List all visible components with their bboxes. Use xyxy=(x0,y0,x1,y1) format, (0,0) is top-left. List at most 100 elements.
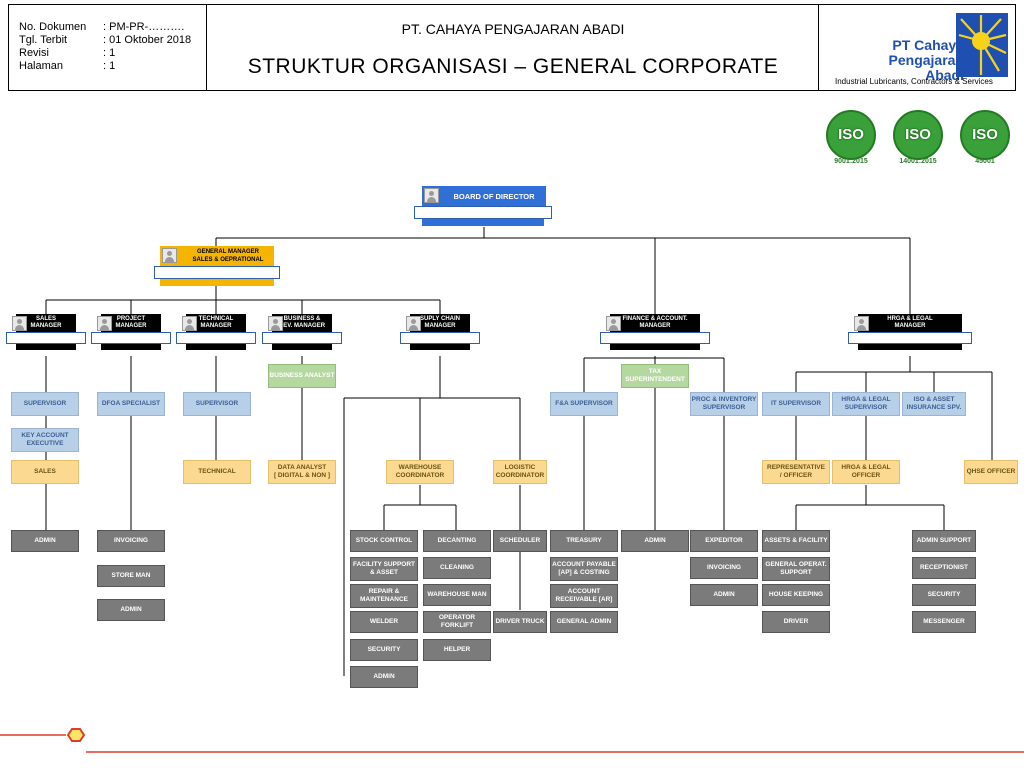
role-invoicing-p[interactable]: INVOICING xyxy=(97,530,165,552)
general-manager-label: GENERAL MANAGER SALES & OEPRATIONAL xyxy=(182,249,274,264)
meta-label-revisi: Revisi xyxy=(19,47,49,59)
role-sales-supervisor[interactable]: SUPERVISOR xyxy=(11,392,79,416)
role-ap[interactable]: ACCOUNT PAYABLE[AP] & COSTING xyxy=(550,557,618,581)
role-technical[interactable]: TECHNICAL xyxy=(183,460,251,484)
role-label: ADMIN xyxy=(644,537,666,544)
role-house-keeping[interactable]: HOUSE KEEPING xyxy=(762,584,830,606)
role-cleaning[interactable]: CLEANING xyxy=(423,557,491,579)
role-label: FACILITY SUPPORT xyxy=(353,561,415,568)
role-scheduler[interactable]: SCHEDULER xyxy=(493,530,547,552)
role-qhse[interactable]: QHSE OFFICER xyxy=(964,460,1018,484)
role-label: SECURITY xyxy=(927,591,961,598)
role-label: HOUSE KEEPING xyxy=(768,591,824,598)
role-treasury[interactable]: TREASURY xyxy=(550,530,618,552)
manager-line-2: MANAGER xyxy=(200,323,232,329)
footer-hexagon-icon xyxy=(66,728,86,742)
role-facility-support[interactable]: FACILITY SUPPORT& ASSET xyxy=(350,557,418,581)
role-admin-p[interactable]: ADMIN xyxy=(97,599,165,621)
role-repair[interactable]: REPAIR &MAINTENANCE xyxy=(350,584,418,608)
role-label: COORDINATOR xyxy=(495,472,545,479)
person-icon xyxy=(606,316,621,331)
role-label: WAREHOUSE MAN xyxy=(427,591,487,598)
role-representative[interactable]: REPRESENTATIVE/ OFFICER xyxy=(762,460,830,484)
role-receptionist[interactable]: RECEPTIONIST xyxy=(912,557,976,579)
role-label: SCHEDULER xyxy=(499,537,541,544)
role-admin-f[interactable]: ADMIN xyxy=(621,530,689,552)
role-expeditor[interactable]: EXPEDITOR xyxy=(690,530,758,552)
role-label: HRGA & LEGAL xyxy=(841,396,891,403)
meta-value-no-dokumen: : PM-PR-………. xyxy=(103,21,185,33)
role-helper[interactable]: HELPER xyxy=(423,639,491,661)
role-data-analyst[interactable]: DATA ANALYST[ DIGITAL & NON ] xyxy=(268,460,336,484)
role-label: KEY ACCOUNT xyxy=(21,432,69,439)
role-admin-s[interactable]: ADMIN xyxy=(350,666,418,688)
role-dfoa[interactable]: DFOA SPECIALIST xyxy=(97,392,165,416)
role-sales-admin[interactable]: ADMIN xyxy=(11,530,79,552)
role-assets-facility[interactable]: ASSETS & FACILITY xyxy=(762,530,830,552)
role-stock-control[interactable]: STOCK CONTROL xyxy=(350,530,418,552)
role-driver[interactable]: DRIVER xyxy=(762,611,830,633)
role-general-operat[interactable]: GENERAL OPERAT.SUPPORT xyxy=(762,557,830,581)
logo-line-3: Abadi xyxy=(925,67,964,83)
role-tech-supervisor[interactable]: SUPERVISOR xyxy=(183,392,251,416)
role-label: WAREHOUSE xyxy=(398,464,442,471)
person-icon xyxy=(424,188,439,203)
role-fa-supervisor[interactable]: F&A SUPERVISOR xyxy=(550,392,618,416)
document-meta: No. Dokumen Tgl. Terbit Revisi Halaman :… xyxy=(9,5,207,90)
role-security-h[interactable]: SECURITY xyxy=(912,584,976,606)
role-sales[interactable]: SALES xyxy=(11,460,79,484)
role-business-analyst[interactable]: BUSINESS ANALYST xyxy=(268,364,336,388)
role-messenger[interactable]: MESSENGER xyxy=(912,611,976,633)
manager-business[interactable]: BUSINESS &DEV. MANAGER xyxy=(262,314,342,356)
role-label: REPRESENTATIVE xyxy=(767,464,825,471)
role-general-admin[interactable]: GENERAL ADMIN xyxy=(550,611,618,633)
general-manager[interactable]: GENERAL MANAGER SALES & OEPRATIONAL xyxy=(154,246,280,288)
role-decanting[interactable]: DECANTING xyxy=(423,530,491,552)
board-of-director[interactable]: BOARD OF DIRECTOR xyxy=(414,186,552,228)
role-label: ADMIN xyxy=(713,591,735,598)
role-security-s[interactable]: SECURITY xyxy=(350,639,418,661)
document-header: No. Dokumen Tgl. Terbit Revisi Halaman :… xyxy=(8,4,1016,91)
manager-line-2: MANAGER xyxy=(30,323,62,329)
role-label: DECANTING xyxy=(437,537,477,544)
manager-line-1: HRGA & LEGAL xyxy=(887,316,933,322)
logo-line-1: PT Cahaya xyxy=(892,37,964,53)
role-label: GENERAL ADMIN xyxy=(556,618,612,625)
role-driver-truck[interactable]: DRIVER TRUCK xyxy=(493,611,547,633)
role-it-supervisor[interactable]: IT SUPERVISOR xyxy=(762,392,830,416)
role-welder[interactable]: WELDER xyxy=(350,611,418,633)
manager-line-1: BUSINESS & xyxy=(283,316,321,322)
person-icon xyxy=(182,316,197,331)
manager-finance[interactable]: FINANCE & ACCOUNT.MANAGER xyxy=(600,314,710,356)
manager-line-1: PROJECT xyxy=(116,316,146,322)
role-admin-support[interactable]: ADMIN SUPPORT xyxy=(912,530,976,552)
iso-45001-badge: ISO xyxy=(960,110,1010,160)
role-operator-forklift[interactable]: OPERATOR FORKLIFT xyxy=(423,611,491,633)
role-invoicing-f[interactable]: INVOICING xyxy=(690,557,758,579)
role-warehouse-man[interactable]: WAREHOUSE MAN xyxy=(423,584,491,606)
iso-label: ISO xyxy=(905,126,931,143)
role-store-man[interactable]: STORE MAN xyxy=(97,565,165,587)
role-label: INSURANCE SPV. xyxy=(906,404,962,411)
role-admin-f2[interactable]: ADMIN xyxy=(690,584,758,606)
role-label: COORDINATOR xyxy=(395,472,445,479)
